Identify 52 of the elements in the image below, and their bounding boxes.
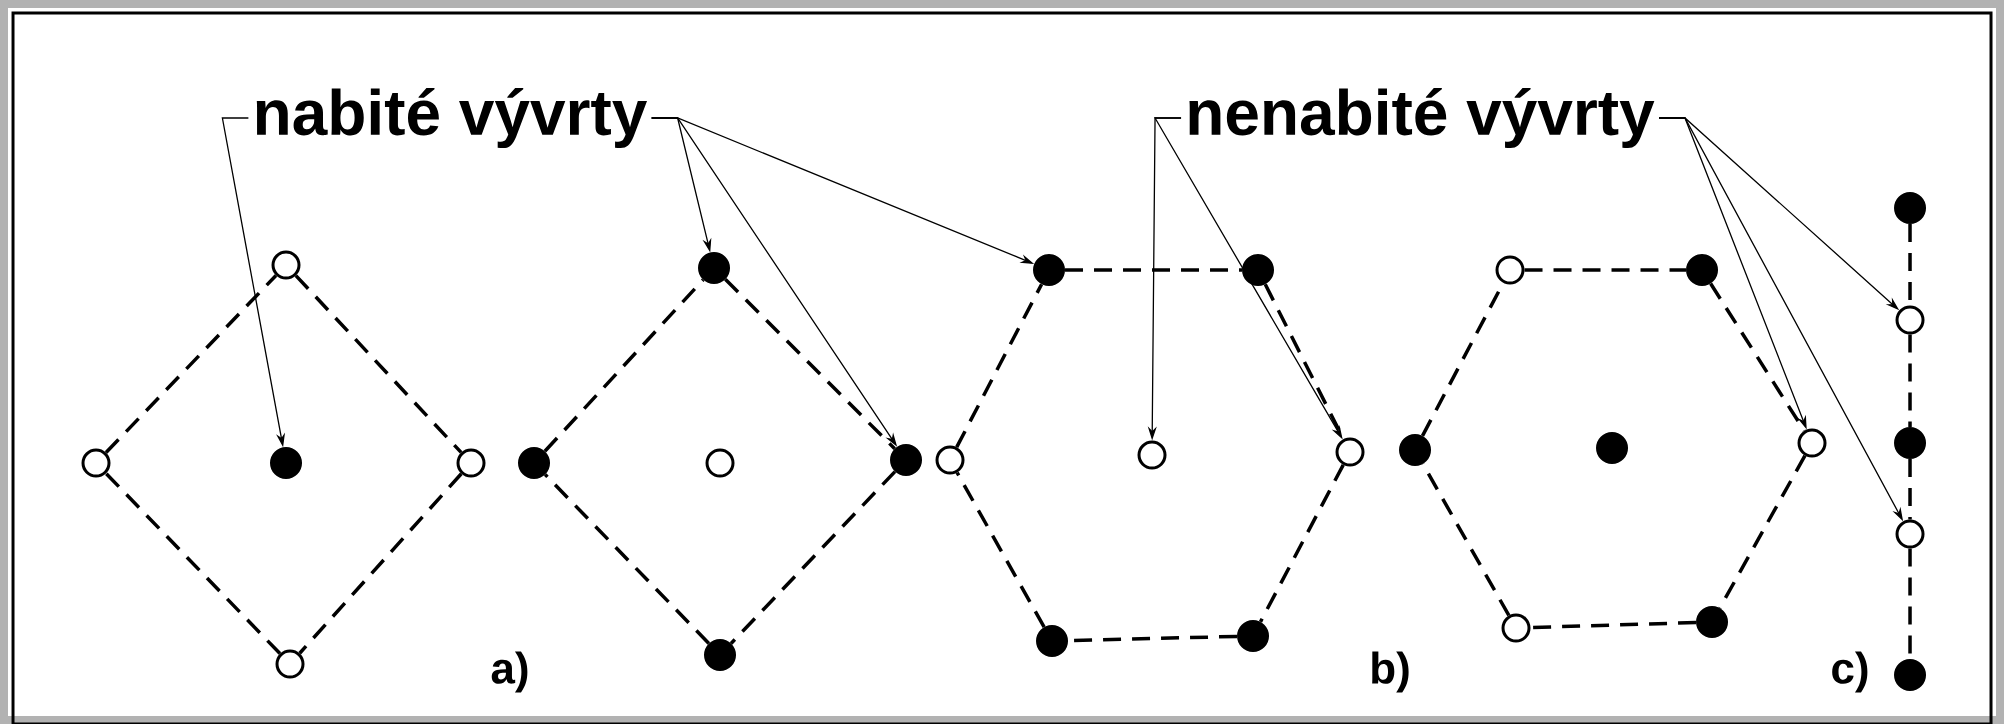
filled-dot — [1894, 427, 1926, 459]
filled-dot — [1596, 432, 1628, 464]
open-circle — [1895, 305, 1925, 335]
open-circle — [271, 250, 301, 280]
panel-label: c) — [1832, 651, 1868, 693]
open-circle — [1137, 440, 1167, 470]
open-circle — [1501, 613, 1531, 643]
open-circle — [456, 448, 486, 478]
callout-text: nabité vývrty — [256, 87, 647, 149]
dashed-line — [543, 473, 711, 645]
filled-dot — [270, 447, 302, 479]
open-circle — [1797, 428, 1827, 458]
dashed-line — [1718, 454, 1807, 609]
filled-dot — [1894, 659, 1926, 691]
dashed-line — [104, 274, 278, 454]
open-circle — [1495, 255, 1525, 285]
open-circle — [705, 448, 735, 478]
filled-dot — [1696, 606, 1728, 638]
dashed-line — [1908, 334, 1912, 427]
dashed-line — [1709, 282, 1806, 432]
filled-dot — [1399, 434, 1431, 466]
dashed-line — [1908, 459, 1912, 520]
filled-dot — [698, 252, 730, 284]
panel-label: a) — [491, 651, 528, 693]
dashed-line — [543, 278, 705, 453]
filled-dot — [1033, 254, 1065, 286]
callout-text: nenabité vývrty — [1189, 87, 1655, 149]
dashed-line — [1530, 620, 1697, 630]
dashed-line — [955, 283, 1044, 448]
filled-dot — [518, 447, 550, 479]
open-circle — [81, 448, 111, 478]
dashed-line — [729, 470, 897, 645]
filled-dot — [1894, 192, 1926, 224]
open-circle — [275, 649, 305, 679]
dashed-line — [1065, 268, 1242, 272]
filled-dot — [704, 639, 736, 671]
panel-label: b) — [1372, 651, 1409, 693]
filled-dot — [1242, 254, 1274, 286]
dashed-line — [955, 471, 1046, 628]
dashed-line — [294, 274, 463, 454]
filled-dot — [1686, 254, 1718, 286]
dashed-line — [1258, 464, 1345, 623]
dashed-line — [724, 278, 896, 450]
open-circle — [935, 445, 965, 475]
dashed-line — [104, 472, 282, 655]
dashed-line — [298, 472, 463, 655]
filled-dot — [890, 444, 922, 476]
filled-dot — [1237, 620, 1269, 652]
open-circle — [1335, 437, 1365, 467]
filled-dot — [1036, 625, 1068, 657]
open-circle — [1895, 519, 1925, 549]
dashed-line — [1524, 268, 1686, 272]
